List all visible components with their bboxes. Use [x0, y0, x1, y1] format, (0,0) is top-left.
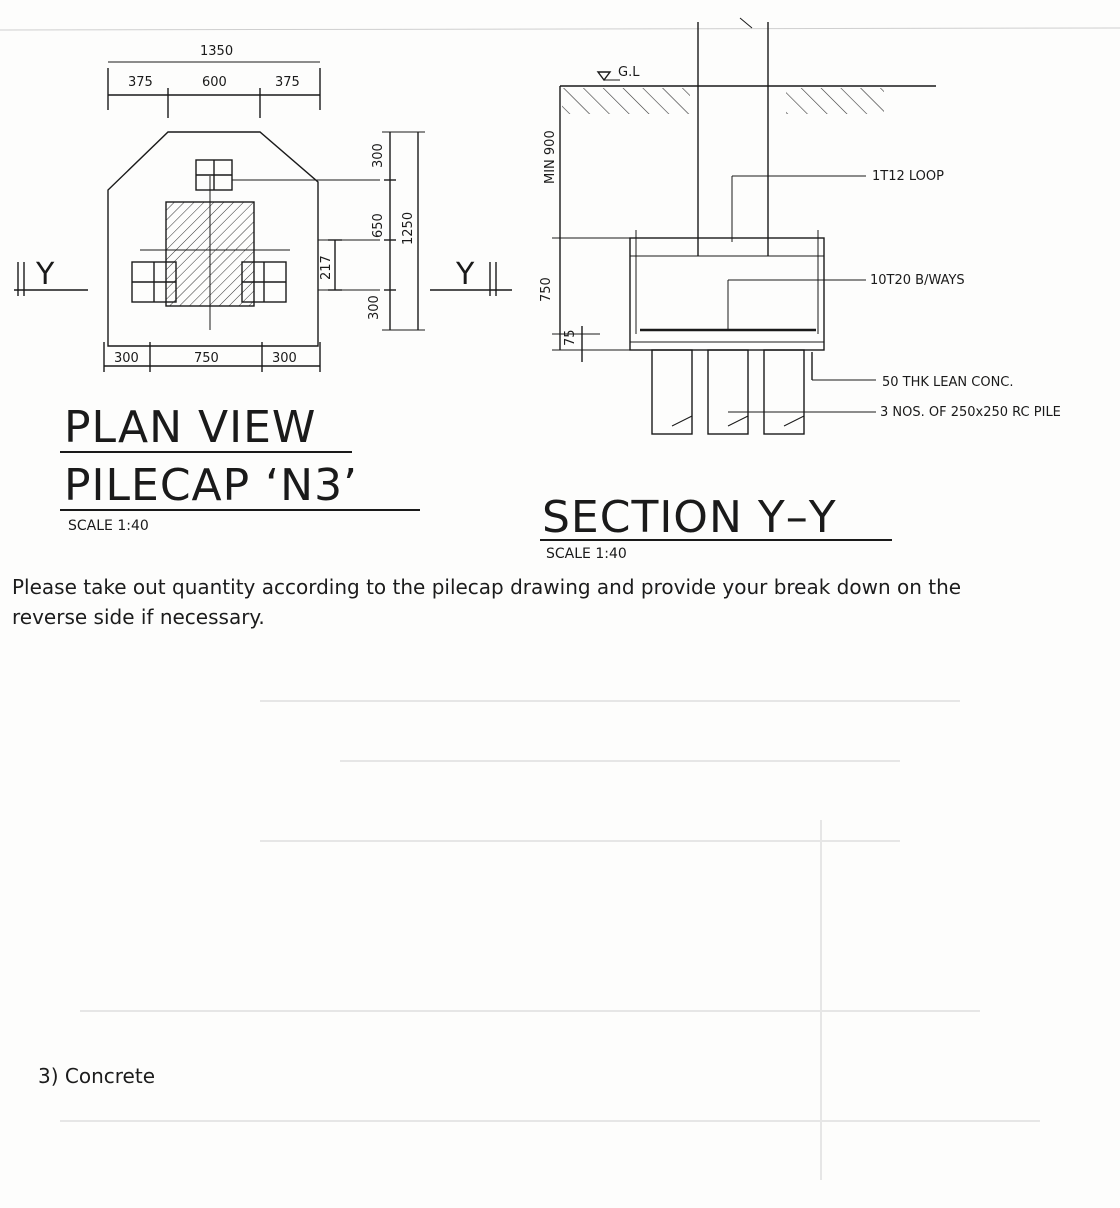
label-lean-concrete: 50 THK LEAN CONC.	[882, 375, 1014, 390]
section-mark-left: Y	[35, 257, 55, 292]
section-mark-right: Y	[455, 257, 475, 292]
label-piles: 3 NOS. OF 250x250 RC PILE	[880, 405, 1061, 420]
dim-top-total: 1350	[200, 44, 233, 59]
dim-right-total: 1250	[401, 212, 416, 245]
plan-scale: SCALE 1:40	[68, 518, 149, 534]
dim-offset: 217	[319, 255, 334, 280]
section-scale: SCALE 1:40	[546, 546, 627, 560]
dim-right-top: 300	[371, 143, 386, 168]
dim-bottom-right: 300	[272, 351, 297, 366]
dim-750: 750	[539, 277, 554, 302]
ground-level-label: G.L	[618, 65, 640, 80]
bleed-through-line	[820, 820, 822, 1180]
bleed-through-line	[260, 840, 900, 842]
bleed-through-line	[80, 1010, 980, 1012]
dim-bottom-middle: 750	[194, 351, 219, 366]
dim-right-bottom: 300	[367, 295, 382, 320]
bleed-through-line	[340, 760, 900, 762]
bleed-through-line	[60, 1120, 1040, 1122]
dim-75: 75	[563, 329, 578, 346]
dim-right-middle: 650	[371, 213, 386, 238]
dim-top-middle: 600	[202, 75, 227, 90]
section-title: SECTION Y–Y	[542, 492, 837, 543]
plan-title-line1: PLAN VIEW	[64, 402, 316, 453]
label-bars: 10T20 B/WAYS	[870, 273, 965, 288]
question-concrete: 3) Concrete	[38, 1064, 155, 1088]
pilecap-drawing: 1350 375 600 375 300 750 300 300 650 300…	[0, 17, 1120, 560]
plan-title-line2: PILECAP ‘N3’	[64, 460, 358, 511]
instruction-text: Please take out quantity according to th…	[12, 575, 962, 629]
dim-top-left: 375	[128, 75, 153, 90]
label-loop: 1T12 LOOP	[872, 169, 944, 184]
section-view	[540, 17, 936, 541]
dim-bottom-left: 300	[114, 351, 139, 366]
bleed-through-line	[260, 700, 960, 702]
dim-min-900: MIN 900	[543, 130, 558, 184]
dim-top-right: 375	[275, 75, 300, 90]
plan-view	[14, 61, 512, 511]
